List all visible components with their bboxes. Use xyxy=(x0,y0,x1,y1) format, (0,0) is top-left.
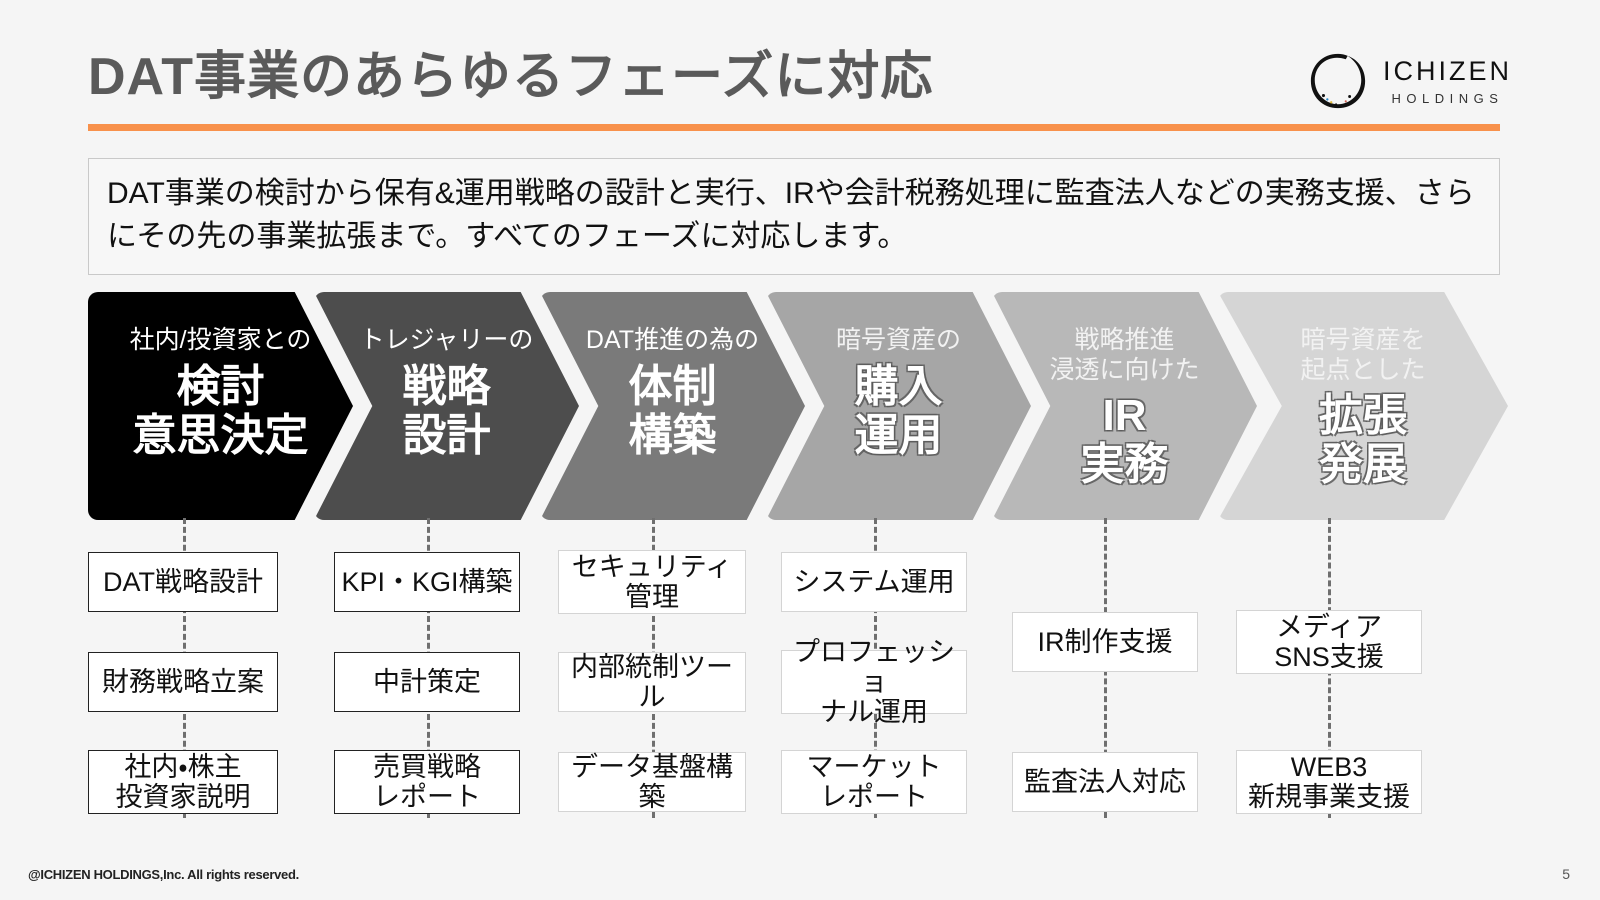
phase-3-item-box[interactable]: 内部統制ツール xyxy=(558,652,746,712)
phase-5-item-box[interactable]: 監査法人対応 xyxy=(1012,752,1198,812)
phase-title: 検討 意思決定 xyxy=(132,361,309,460)
logo-company-subtitle: HOLDINGS xyxy=(1391,90,1504,106)
logo-company-name: ICHIZEN xyxy=(1383,55,1512,86)
phase-1-item-box[interactable]: 財務戦略立案 xyxy=(88,652,278,712)
phase-4-item-box[interactable]: システム運用 xyxy=(781,552,967,612)
phase-chevron-shape xyxy=(88,292,353,520)
phase-chevron-1[interactable]: 社内/投資家との検討 意思決定 xyxy=(88,292,353,520)
phase-title: 拡張 発展 xyxy=(1319,391,1407,490)
lead-description-text: DAT事業の検討から保有&運用戦略の設計と実行、IRや会計税務処理に監査法人など… xyxy=(107,177,1475,253)
phase-3-item-box[interactable]: データ基盤構築 xyxy=(558,752,746,812)
phase-2-item-box[interactable]: 中計策定 xyxy=(334,652,520,712)
phase-subtitle: 社内/投資家との xyxy=(129,326,312,354)
phase-chevron-body: 暗号資産の購入 運用 xyxy=(766,292,1031,460)
logo-text-block: ICHIZEN HOLDINGS xyxy=(1383,55,1512,106)
enso-brush-circle-icon xyxy=(1310,53,1366,109)
phase-3-item-box[interactable]: セキュリティ 管理 xyxy=(558,550,746,614)
lead-description-box: DAT事業の検討から保有&運用戦略の設計と実行、IRや会計税務処理に監査法人など… xyxy=(88,158,1500,276)
phase-chevron-5[interactable]: 戦略推進 浸透に向けた IR 実務 xyxy=(992,292,1257,520)
phase-subtitle: 暗号資産の xyxy=(835,326,961,354)
phase-chevron-body: 暗号資産を 起点とした拡張 発展 xyxy=(1218,292,1508,490)
phase-chevron-body: トレジャリーの戦略 設計 xyxy=(314,292,579,460)
accent-rule-divider xyxy=(88,124,1500,131)
phase-title: 体制 構築 xyxy=(628,361,717,460)
phase-4-item-box[interactable]: マーケット レポート xyxy=(781,750,967,814)
phase-chevron-2[interactable]: トレジャリーの戦略 設計 xyxy=(314,292,579,520)
page-title: DAT事業のあらゆるフェーズに対応 xyxy=(88,48,934,106)
phase-title: 戦略 設計 xyxy=(402,361,491,460)
phase-5-item-box[interactable]: IR制作支援 xyxy=(1012,612,1198,672)
phase-title: IR 実務 xyxy=(1080,391,1169,490)
phase-chevron-body: DAT推進の為の体制 構築 xyxy=(540,292,805,460)
phase-1-item-box[interactable]: DAT戦略設計 xyxy=(88,552,278,612)
phase-subtitle: 戦略推進 浸透に向けた xyxy=(1049,326,1200,384)
phase-6-item-box[interactable]: メディア SNS支援 xyxy=(1236,610,1422,674)
phase-6-item-box[interactable]: WEB3 新規事業支援 xyxy=(1236,750,1422,814)
phase-chevron-6[interactable]: 暗号資産を 起点とした拡張 発展 xyxy=(1218,292,1508,520)
phase-title: 購入 運用 xyxy=(854,361,943,460)
phase-subtitle: 暗号資産を 起点とした xyxy=(1300,326,1426,384)
phase-2-item-box[interactable]: KPI・KGI構築 xyxy=(334,552,520,612)
footer-copyright: @ICHIZEN HOLDINGS,Inc. All rights reserv… xyxy=(28,867,299,882)
phase-4-item-box[interactable]: プロフェッショ ナル運用 xyxy=(781,637,967,727)
footer-page-number: 5 xyxy=(1562,866,1570,882)
phase-chevron-4[interactable]: 暗号資産の購入 運用 xyxy=(766,292,1031,520)
phase-1-item-box[interactable]: 社内・株主 投資家説明 xyxy=(88,750,278,814)
phase-chevron-body: 社内/投資家との検討 意思決定 xyxy=(88,292,353,460)
phase-chevron-3[interactable]: DAT推進の為の体制 構築 xyxy=(540,292,805,520)
phase-subtitle: DAT推進の為の xyxy=(585,326,760,354)
phase-2-item-box[interactable]: 売買戦略 レポート xyxy=(334,750,520,814)
phase-chevron-body: 戦略推進 浸透に向けた IR 実務 xyxy=(992,292,1257,490)
brand-logo: ICHIZEN HOLDINGS xyxy=(1307,50,1512,112)
phase-subtitle: トレジャリーの xyxy=(359,326,534,354)
